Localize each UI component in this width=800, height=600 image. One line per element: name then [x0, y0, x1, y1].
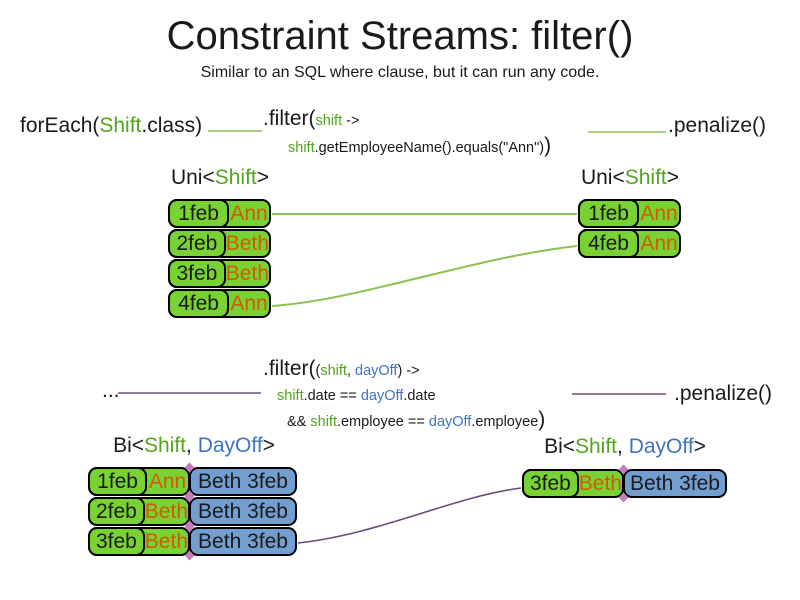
- shift-date: 3feb: [522, 469, 579, 498]
- filter-code-bottom: .filter((shift, dayOff) -> shift.date ==…: [263, 356, 545, 434]
- shift-employee: Beth: [144, 529, 188, 553]
- shift-date: 3feb: [168, 259, 226, 288]
- dayoff-card: Beth 3feb: [189, 467, 297, 496]
- shift-date: 1feb: [578, 199, 639, 228]
- shift-date: 4feb: [168, 289, 229, 318]
- shift-card: 4feb Ann: [578, 229, 681, 258]
- shift-card: 3feb Beth: [522, 469, 624, 498]
- filter-top-line1: .filter(shift ->: [263, 107, 360, 130]
- filter-code-top: .filter(shift -> shift.getEmployeeName()…: [263, 106, 551, 160]
- bi-card-row: 3feb Beth Beth 3feb: [88, 527, 297, 556]
- ellipsis-code: ...: [102, 379, 120, 402]
- shift-employee: Beth: [225, 231, 269, 255]
- shift-card-row: 3feb Beth: [168, 259, 271, 288]
- uni-right-label: Uni<Shift>: [580, 166, 680, 189]
- filter-bottom-line1: .filter((shift, dayOff) ->: [263, 357, 420, 380]
- dayoff-card: Beth 3feb: [189, 527, 297, 556]
- shift-employee: Ann: [640, 231, 678, 255]
- shift-employee: Ann: [230, 291, 268, 315]
- filter-bottom-line2: shift.date == dayOff.date: [277, 388, 436, 404]
- bi-right-label: Bi<Shift, DayOff>: [544, 435, 706, 458]
- bi-card-row: 3feb Beth Beth 3feb: [522, 469, 727, 498]
- shift-date: 1feb: [88, 467, 147, 496]
- bi-right-stack: 3feb Beth Beth 3feb: [522, 469, 727, 498]
- shift-date: 1feb: [168, 199, 229, 228]
- shift-employee: Beth: [225, 261, 269, 285]
- page-subtitle: Similar to an SQL where clause, but it c…: [200, 64, 600, 81]
- shift-card-row: 4feb Ann: [168, 289, 271, 318]
- filter-bottom-line3: && shift.employee == dayOff.employee): [287, 408, 546, 431]
- filter-top-line2: shift.getEmployeeName().equals("Ann")): [288, 134, 552, 157]
- shift-employee: Ann: [148, 469, 187, 493]
- foreach-code: forEach(Shift.class): [20, 114, 203, 137]
- shift-card-row: 4feb Ann: [578, 229, 681, 258]
- shift-employee: Beth: [144, 499, 188, 523]
- uni-left-label: Uni<Shift>: [170, 166, 270, 189]
- shift-card: 1feb Ann: [578, 199, 681, 228]
- shift-card-row: 1feb Ann: [578, 199, 681, 228]
- dayoff-card: Beth 3feb: [189, 497, 297, 526]
- shift-employee: Beth: [578, 471, 622, 495]
- shift-card: 3feb Beth: [168, 259, 271, 288]
- penalize-code-bottom: .penalize(): [674, 382, 773, 405]
- dayoff-card: Beth 3feb: [623, 469, 727, 498]
- bi-card-row: 2feb Beth Beth 3feb: [88, 497, 297, 526]
- page-title: Constraint Streams: filter(): [166, 14, 634, 58]
- shift-card: 3feb Beth: [88, 527, 190, 556]
- shift-date: 4feb: [578, 229, 639, 258]
- shift-card-row: 2feb Beth: [168, 229, 271, 258]
- bi-card-row: 1feb Ann Beth 3feb: [88, 467, 297, 496]
- connector-4feb-ann: [271, 245, 578, 307]
- shift-card: 1feb Ann: [168, 199, 271, 228]
- shift-card: 2feb Beth: [88, 497, 190, 526]
- uni-right-stack: 1feb Ann 4feb Ann: [578, 199, 681, 258]
- shift-card: 2feb Beth: [168, 229, 271, 258]
- shift-employee: Ann: [230, 201, 268, 225]
- shift-employee: Ann: [640, 201, 678, 225]
- shift-card-row: 1feb Ann: [168, 199, 271, 228]
- shift-date: 3feb: [88, 527, 145, 556]
- shift-date: 2feb: [168, 229, 226, 258]
- bi-left-stack: 1feb Ann Beth 3feb 2feb Beth Beth 3feb 3…: [88, 467, 297, 556]
- penalize-code-top: .penalize(): [668, 114, 767, 137]
- uni-left-stack: 1feb Ann 2feb Beth 3feb Beth 4feb Ann: [168, 199, 271, 318]
- connector-bi-3feb-beth: [297, 487, 522, 544]
- shift-card: 1feb Ann: [88, 467, 190, 496]
- shift-card: 4feb Ann: [168, 289, 271, 318]
- shift-date: 2feb: [88, 497, 145, 526]
- bi-left-label: Bi<Shift, DayOff>: [113, 434, 275, 457]
